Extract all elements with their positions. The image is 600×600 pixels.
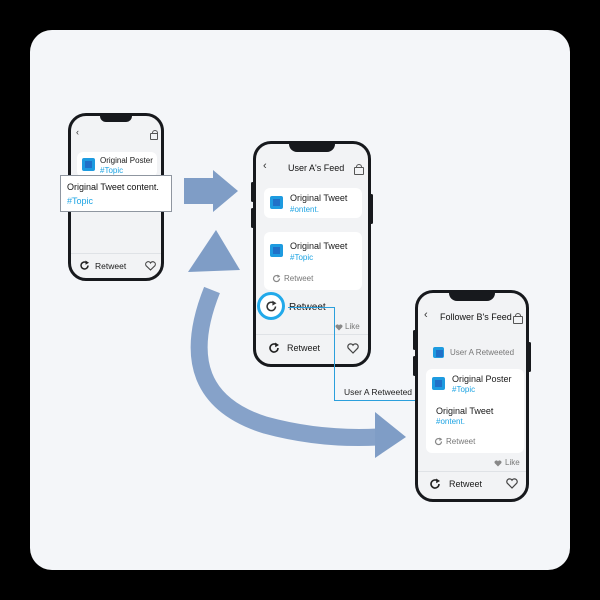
like-label[interactable]: Like — [345, 322, 360, 331]
tweet-avatar — [270, 244, 283, 257]
bottom-divider — [418, 471, 526, 472]
poster-name: Original Poster — [100, 156, 153, 165]
connector-line — [288, 307, 334, 308]
bottom-divider — [256, 334, 368, 335]
bag-icon[interactable] — [513, 313, 523, 324]
retweet-icon[interactable] — [272, 274, 281, 283]
poster-card[interactable]: Original Poster #Topic — [77, 152, 157, 177]
retweet-icon[interactable] — [268, 342, 280, 354]
arrow-left-to-center — [184, 170, 238, 212]
tweet-avatar — [270, 196, 283, 209]
tweet-tag[interactable]: #Topic — [290, 253, 314, 262]
heart-icon — [335, 324, 343, 331]
tweet-card-1[interactable]: Original Tweet #ontent. — [264, 188, 362, 218]
back-icon[interactable]: ‹ — [76, 127, 79, 137]
connector-line — [334, 307, 335, 400]
phone-side-button — [370, 194, 373, 224]
feed-title: User A's Feed — [288, 163, 345, 173]
phone-notch — [449, 293, 495, 301]
connector-line — [334, 400, 430, 401]
retweet-label[interactable]: Retweet — [287, 343, 321, 353]
callout-content: Original Tweet content. — [67, 182, 159, 192]
phone-side-button — [528, 342, 531, 372]
back-icon[interactable]: ‹ — [263, 160, 267, 172]
phone-side-button — [251, 182, 254, 202]
poster-tag[interactable]: #Topic — [100, 166, 124, 175]
retweet-icon — [266, 300, 277, 312]
phone-side-button — [413, 356, 416, 376]
bottom-divider — [71, 253, 161, 254]
bag-icon[interactable] — [150, 130, 158, 140]
heart-icon — [494, 460, 502, 467]
heart-icon[interactable] — [347, 343, 359, 354]
poster-avatar — [432, 377, 445, 390]
phone-user-a-feed: ‹ User A's Feed Original Tweet #ontent. … — [253, 141, 371, 367]
callout-tag: #Topic — [67, 196, 94, 206]
retweet-label[interactable]: Retweet — [95, 261, 127, 271]
retweet-label[interactable]: Retweet — [284, 274, 314, 283]
connector-label: User A Retweeted — [344, 387, 413, 397]
arrow-curve-head-right — [375, 412, 406, 458]
phone-side-button — [413, 330, 416, 350]
tweet-title: Original Tweet — [290, 193, 348, 203]
like-label[interactable]: Like — [505, 458, 520, 467]
retweeted-post-card[interactable]: Original Poster #Topic Original Tweet #o… — [426, 369, 524, 453]
tweet-tag[interactable]: #ontent. — [436, 417, 465, 426]
retweet-button-highlight[interactable] — [257, 292, 285, 320]
bag-icon[interactable] — [354, 164, 364, 175]
tweet-card-2[interactable]: Original Tweet #Topic Retweet — [264, 232, 362, 290]
arrow-curve-retweet — [190, 286, 379, 446]
heart-icon[interactable] — [145, 261, 156, 271]
phone-notch — [100, 116, 132, 122]
arrow-curve-head-up — [188, 230, 240, 272]
phone-follower-b-feed: ‹ Follower B's Feed User A Retweeted Ori… — [415, 290, 529, 502]
heart-icon[interactable] — [506, 478, 518, 489]
tweet-title: Original Tweet — [290, 241, 348, 251]
retweet-label[interactable]: Retweet — [449, 479, 483, 489]
retweet-icon[interactable] — [434, 437, 443, 446]
poster-name: Original Poster — [452, 374, 512, 384]
phone-notch — [289, 144, 335, 152]
retweeted-by-label: User A Retweeted — [450, 348, 515, 357]
retweet-icon[interactable] — [429, 478, 441, 490]
retweet-label[interactable]: Retweet — [446, 437, 476, 446]
phone-side-button — [251, 208, 254, 228]
back-icon[interactable]: ‹ — [424, 309, 428, 321]
tweet-title: Original Tweet — [436, 406, 494, 416]
tweet-tag[interactable]: #ontent. — [290, 205, 319, 214]
retweeter-avatar — [433, 347, 444, 358]
feed-title: Follower B's Feed — [440, 312, 512, 322]
tweet-content-callout: Original Tweet content. #Topic — [60, 175, 172, 212]
poster-tag[interactable]: #Topic — [452, 385, 476, 394]
poster-avatar — [82, 158, 95, 171]
retweet-icon[interactable] — [79, 260, 90, 271]
